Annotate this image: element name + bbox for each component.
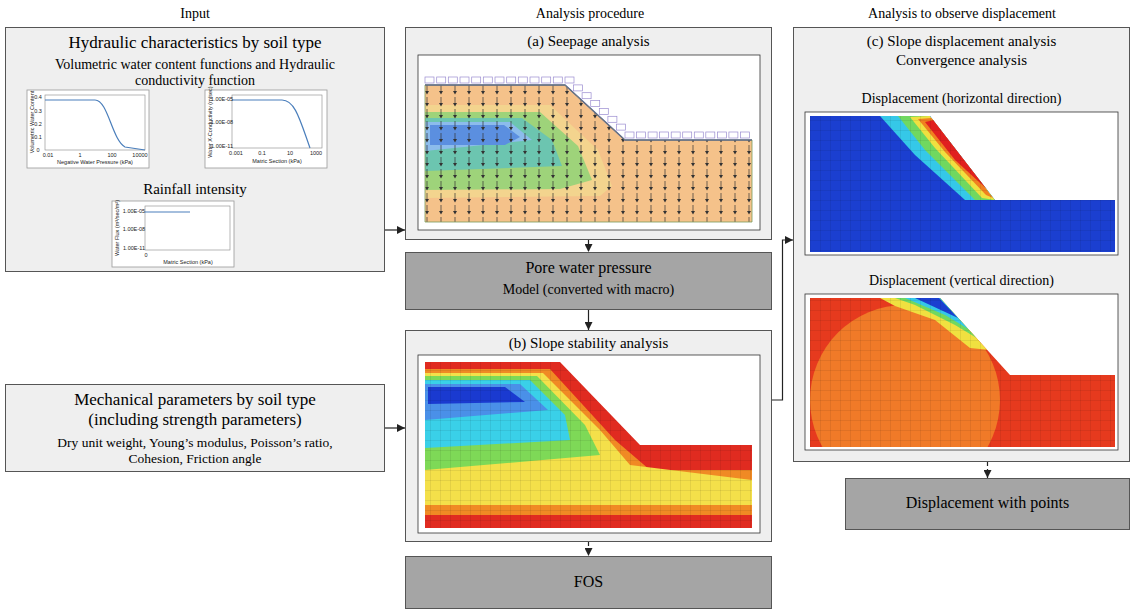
result-panel: Displacement (horizontal direction) [805, 90, 1118, 255]
box-text: Dry unit weight, Young’s modulus, Poisso… [46, 435, 344, 466]
column-heading: Analysis to observe displacement [868, 6, 1056, 21]
tick-label: 0.1 [34, 134, 42, 140]
box-heading: (a) Seepage analysis [416, 33, 761, 50]
tick-label: 0.001 [229, 150, 243, 156]
column-heading: Analysis procedure [536, 6, 644, 21]
tick-label: 1.00E-05 [123, 208, 145, 214]
axis-title: Negative Water Pressure (kPa) [57, 159, 133, 165]
tick-label: 0 [144, 252, 147, 258]
tick-label: 100 [107, 152, 116, 158]
tick-label: 1.00E-11 [123, 245, 145, 251]
dashed-arrow [987, 462, 988, 478]
dashed-arrow [588, 240, 589, 252]
tick-label: 0.01 [43, 152, 54, 158]
box-text: Volumetric water content functions and H… [46, 57, 344, 89]
box-heading: FOS [416, 573, 761, 591]
box-heading: Hydraulic characteristics by soil type [46, 33, 344, 53]
tick-label: 0.4 [34, 94, 42, 100]
axis-title: Volumetric Water Content [29, 91, 35, 153]
axis-title: Matric Section (kPa) [163, 259, 213, 265]
process-box: (b) Slope stability analysis [405, 330, 772, 542]
input-panel: Mechanical parameters by soil type (incl… [5, 384, 385, 472]
input-panel: Hydraulic characteristics by soil typeVo… [5, 27, 385, 272]
result-panel: Displacement (vertical direction) [805, 272, 1118, 450]
rainfall-chart [112, 201, 234, 267]
flow-arrow [385, 427, 405, 428]
seepage-model [418, 55, 760, 230]
box-heading: Displacement with points [856, 494, 1119, 512]
output-box: Pore water pressureModel (converted with… [405, 252, 772, 310]
process-box: (a) Seepage analysis [405, 27, 772, 240]
dashed-arrow [588, 542, 589, 556]
box-text: Rainfall intensity [46, 181, 344, 198]
tick-label: 0.3 [34, 108, 42, 114]
output-box: FOS [405, 556, 772, 609]
tick-label: 10000 [132, 152, 147, 158]
box-text: Convergence analysis [804, 52, 1119, 69]
column-heading: Input [180, 6, 210, 21]
tick-label: 1000 [310, 150, 322, 156]
tick-label: 10 [287, 150, 293, 156]
conductivity-chart [205, 90, 327, 168]
axis-title: Water Flux (m³/sec/m²) [114, 200, 120, 256]
process-box: (c) Slope displacement analysisConvergen… [793, 27, 1130, 462]
axis-title: Matric Section (kPa) [252, 158, 302, 164]
tick-label: 0 [36, 147, 39, 153]
tick-label: 0.2 [34, 121, 42, 127]
box-heading: Displacement (horizontal direction) [808, 91, 1115, 107]
tick-label: 1.00E-08 [123, 226, 145, 232]
stability-model [418, 355, 760, 533]
box-heading: Mechanical parameters by soil type (incl… [46, 390, 344, 429]
tick-label: 1.00E-11 [211, 143, 233, 149]
tick-label: 1 [78, 152, 81, 158]
vertical-displacement-plot [805, 294, 1118, 495]
box-heading: Pore water pressure [416, 259, 761, 277]
output-box: Displacement with points [845, 478, 1130, 530]
tick-label: 1.00E-05 [211, 96, 233, 102]
flow-arrow [772, 240, 793, 400]
box-heading: Displacement (vertical direction) [808, 273, 1115, 289]
horizontal-displacement-plot [805, 112, 1118, 255]
tick-label: 0.1 [258, 150, 266, 156]
tick-label: 1.00E-08 [211, 119, 233, 125]
flow-arrow [588, 310, 589, 330]
flow-arrow [385, 229, 405, 230]
box-heading: (b) Slope stability analysis [416, 335, 761, 352]
box-heading: (c) Slope displacement analysis [804, 33, 1119, 50]
box-text: Model (converted with macro) [416, 282, 761, 298]
vwc-chart [27, 90, 149, 168]
